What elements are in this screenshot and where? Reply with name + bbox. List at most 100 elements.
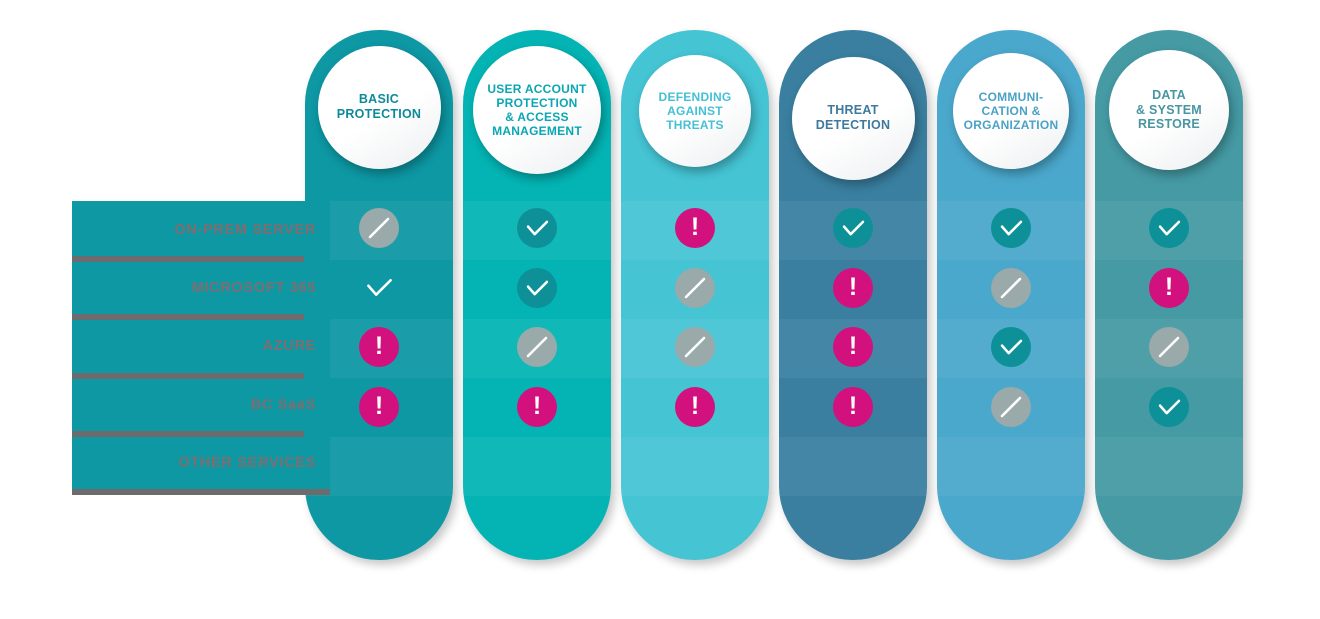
status-cell-azure-defending-against-threats[interactable] (675, 327, 715, 367)
slash-circle-icon (991, 268, 1031, 308)
column-header-line: PROTECTION (336, 107, 422, 121)
column-header-line: THREAT (827, 103, 879, 118)
column-header-line: DETECTION (815, 118, 891, 132)
column-header-line: & ACCESS (505, 110, 569, 124)
slash-circle-icon (991, 387, 1031, 427)
row-separator (72, 488, 330, 495)
status-cell-on-prem-server-basic-protection[interactable] (359, 208, 399, 248)
status-cell-bc-saas-defending-against-threats[interactable]: ! (675, 387, 715, 427)
row-label-microsoft-365[interactable]: MICROSOFT 365 (72, 259, 330, 321)
status-cell-bc-saas-basic-protection[interactable]: ! (359, 387, 399, 427)
status-cell-bc-saas-threat-detection[interactable]: ! (833, 387, 873, 427)
row-separator (72, 430, 304, 437)
status-cell-microsoft-365-threat-detection[interactable]: ! (833, 268, 873, 308)
row-label-text: BC SaaS (250, 396, 316, 413)
check-circle-icon (991, 327, 1031, 367)
check-circle-icon (517, 208, 557, 248)
slash-circle-icon (675, 327, 715, 367)
column-header-line: CATION & (981, 103, 1041, 118)
status-cell-microsoft-365-basic-protection[interactable] (359, 268, 399, 308)
row-label-text: AZURE (262, 338, 316, 355)
column-header-line: THREATS (666, 118, 724, 133)
slash-circle-icon (359, 208, 399, 248)
row-label-bc-saas[interactable]: BC SaaS (72, 376, 330, 437)
column-header-line: PROTECTION (496, 95, 578, 110)
check-circle-icon (1149, 387, 1189, 427)
column-header-line: & SYSTEM (1136, 102, 1202, 117)
status-cell-microsoft-365-data-system-restore[interactable]: ! (1149, 268, 1189, 308)
exclamation-glyph: ! (374, 331, 384, 360)
exclamation-glyph: ! (848, 272, 858, 301)
column-header-line: ORGANIZATION (963, 118, 1059, 133)
status-cell-microsoft-365-communication-organization[interactable] (991, 268, 1031, 308)
status-cell-on-prem-server-threat-detection[interactable] (833, 208, 873, 248)
exclamation-circle-icon: ! (833, 268, 873, 308)
row-separator (72, 256, 304, 263)
exclamation-circle-icon: ! (359, 387, 399, 427)
column-header-label: COMMUNI-CATION &ORGANIZATION (958, 90, 1065, 132)
column-header-bubble-communication-organization[interactable]: COMMUNI-CATION &ORGANIZATION (953, 53, 1069, 169)
exclamation-circle-icon: ! (359, 327, 399, 367)
status-cell-azure-data-system-restore[interactable] (1149, 327, 1189, 367)
status-cell-microsoft-365-user-account-protection[interactable] (517, 268, 557, 308)
status-cell-on-prem-server-data-system-restore[interactable] (1149, 208, 1189, 248)
status-cell-on-prem-server-communication-organization[interactable] (991, 208, 1031, 248)
exclamation-glyph: ! (848, 331, 858, 360)
row-separator (72, 372, 304, 379)
status-cell-bc-saas-user-account-protection[interactable]: ! (517, 387, 557, 427)
column-header-line: COMMUNI- (978, 89, 1044, 104)
exclamation-circle-icon: ! (517, 387, 557, 427)
row-label-azure[interactable]: AZURE (72, 317, 330, 379)
row-label-text: MICROSOFT 365 (191, 280, 316, 297)
column-header-line: AGAINST (667, 103, 723, 118)
slash-circle-icon (675, 268, 715, 308)
exclamation-circle-icon: ! (675, 387, 715, 427)
row-label-on-prem-server[interactable]: ON-PREM SERVER (72, 201, 330, 263)
exclamation-circle-icon: ! (675, 208, 715, 248)
exclamation-glyph: ! (1164, 272, 1174, 301)
column-header-line: RESTORE (1138, 117, 1200, 132)
exclamation-glyph: ! (532, 391, 542, 420)
check-icon (359, 268, 399, 308)
status-cell-on-prem-server-defending-against-threats[interactable]: ! (675, 208, 715, 248)
status-cell-azure-basic-protection[interactable]: ! (359, 327, 399, 367)
column-header-line: MANAGEMENT (492, 124, 582, 139)
check-circle-icon (517, 268, 557, 308)
status-cell-on-prem-server-user-account-protection[interactable] (517, 208, 557, 248)
column-header-line: USER ACCOUNT (487, 81, 587, 96)
exclamation-circle-icon: ! (833, 387, 873, 427)
status-cell-azure-communication-organization[interactable] (991, 327, 1031, 367)
exclamation-circle-icon: ! (833, 327, 873, 367)
status-cell-azure-threat-detection[interactable]: ! (833, 327, 873, 367)
exclamation-glyph: ! (690, 212, 700, 241)
status-cell-bc-saas-data-system-restore[interactable] (1149, 387, 1189, 427)
row-label-other-services[interactable]: OTHER SERVICES (72, 434, 330, 495)
column-header-line: BASIC (358, 92, 400, 107)
exclamation-glyph: ! (848, 391, 858, 420)
exclamation-circle-icon: ! (1149, 268, 1189, 308)
row-label-text: OTHER SERVICES (178, 454, 316, 471)
check-circle-icon (1149, 208, 1189, 248)
exclamation-glyph: ! (690, 391, 700, 420)
column-header-line: DEFENDING (658, 89, 732, 104)
status-cell-azure-user-account-protection[interactable] (517, 327, 557, 367)
slash-circle-icon (1149, 327, 1189, 367)
row-label-text: ON-PREM SERVER (174, 222, 316, 239)
status-cell-microsoft-365-defending-against-threats[interactable] (675, 268, 715, 308)
status-cell-bc-saas-communication-organization[interactable] (991, 387, 1031, 427)
exclamation-glyph: ! (374, 391, 384, 420)
check-circle-icon (991, 208, 1031, 248)
